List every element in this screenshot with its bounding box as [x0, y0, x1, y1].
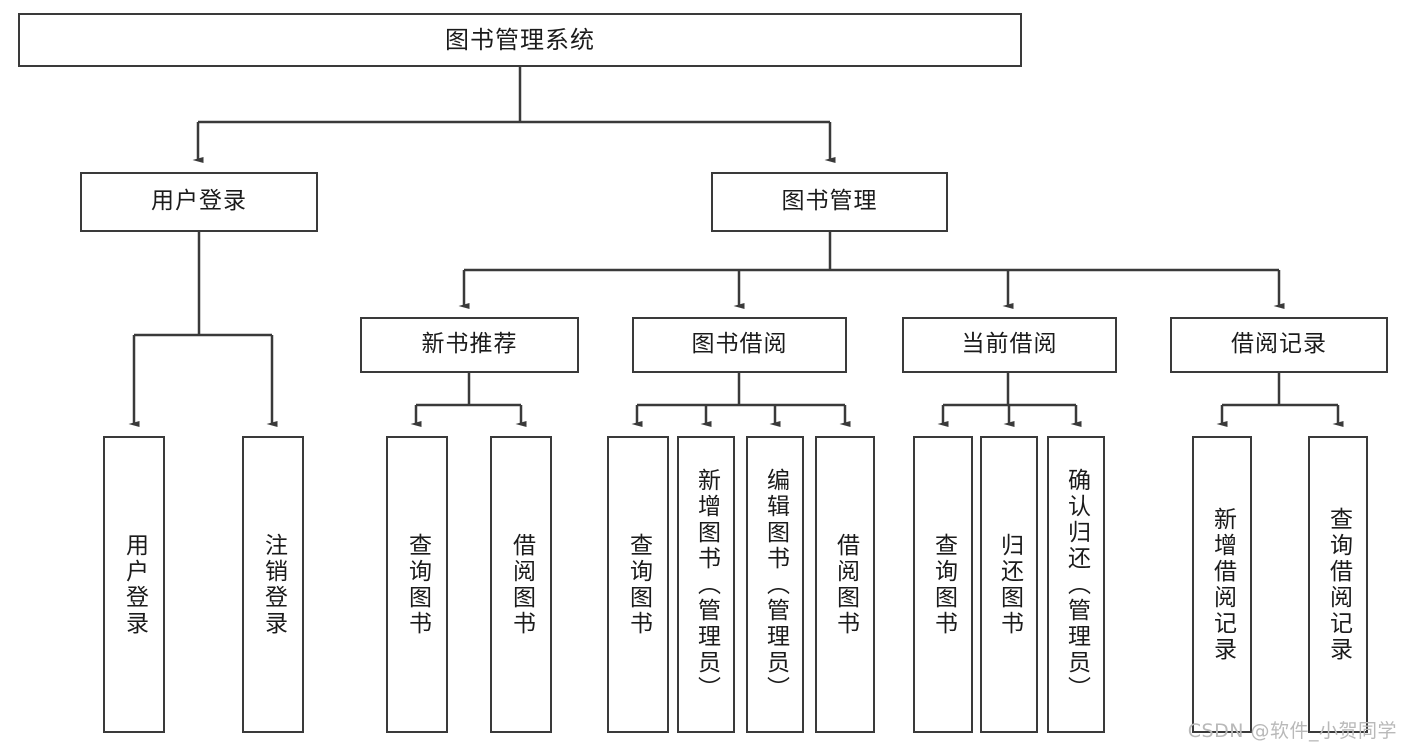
leaf-new-book-borrow[interactable]: 借阅图书: [490, 436, 552, 733]
node-user-login[interactable]: 用户登录: [80, 172, 318, 232]
leaf-book-borrow-query[interactable]: 查询图书: [607, 436, 669, 733]
node-label: 新增借阅记录: [1209, 506, 1236, 663]
node-label: 查询图书: [404, 532, 431, 637]
node-label: 注销登录: [260, 532, 287, 637]
node-root-system[interactable]: 图书管理系统: [18, 13, 1022, 67]
node-current-borrow[interactable]: 当前借阅: [902, 317, 1117, 373]
node-label: 编辑图书（管理员）: [762, 467, 789, 702]
node-new-book-recommend[interactable]: 新书推荐: [360, 317, 579, 373]
node-label: 新书推荐: [421, 331, 518, 358]
leaf-book-borrow-add[interactable]: 新增图书（管理员）: [677, 436, 735, 733]
leaf-current-borrow-query[interactable]: 查询图书: [913, 436, 973, 733]
node-label: 图书借阅: [691, 331, 788, 358]
leaf-user-login-logout[interactable]: 注销登录: [242, 436, 304, 733]
leaf-user-login-login[interactable]: 用户登录: [103, 436, 165, 733]
leaf-book-borrow-edit[interactable]: 编辑图书（管理员）: [746, 436, 804, 733]
leaf-current-borrow-confirm[interactable]: 确认归还（管理员）: [1047, 436, 1105, 733]
node-borrow-record[interactable]: 借阅记录: [1170, 317, 1388, 373]
node-label: 图书管理系统: [445, 25, 595, 54]
leaf-borrow-record-query[interactable]: 查询借阅记录: [1308, 436, 1368, 733]
node-label: 图书管理: [781, 188, 878, 215]
node-label: 当前借阅: [961, 331, 1058, 358]
leaf-book-borrow-borrow[interactable]: 借阅图书: [815, 436, 875, 733]
node-label: 借阅图书: [508, 532, 535, 637]
node-label: 查询图书: [930, 532, 957, 637]
node-label: 借阅记录: [1231, 331, 1327, 358]
watermark-text: CSDN @软件_小贺同学: [1187, 720, 1397, 742]
node-label: 新增图书（管理员）: [693, 467, 720, 702]
node-book-management[interactable]: 图书管理: [711, 172, 948, 232]
node-label: 用户登录: [121, 532, 148, 637]
node-book-borrow[interactable]: 图书借阅: [632, 317, 847, 373]
leaf-current-borrow-return[interactable]: 归还图书: [980, 436, 1038, 733]
node-label: 确认归还（管理员）: [1063, 467, 1090, 702]
node-label: 查询借阅记录: [1325, 506, 1352, 663]
leaf-borrow-record-add[interactable]: 新增借阅记录: [1192, 436, 1252, 733]
node-label: 查询图书: [625, 532, 652, 637]
node-label: 借阅图书: [832, 532, 859, 637]
node-label: 用户登录: [151, 188, 247, 215]
node-label: 归还图书: [996, 532, 1023, 637]
leaf-new-book-query[interactable]: 查询图书: [386, 436, 448, 733]
